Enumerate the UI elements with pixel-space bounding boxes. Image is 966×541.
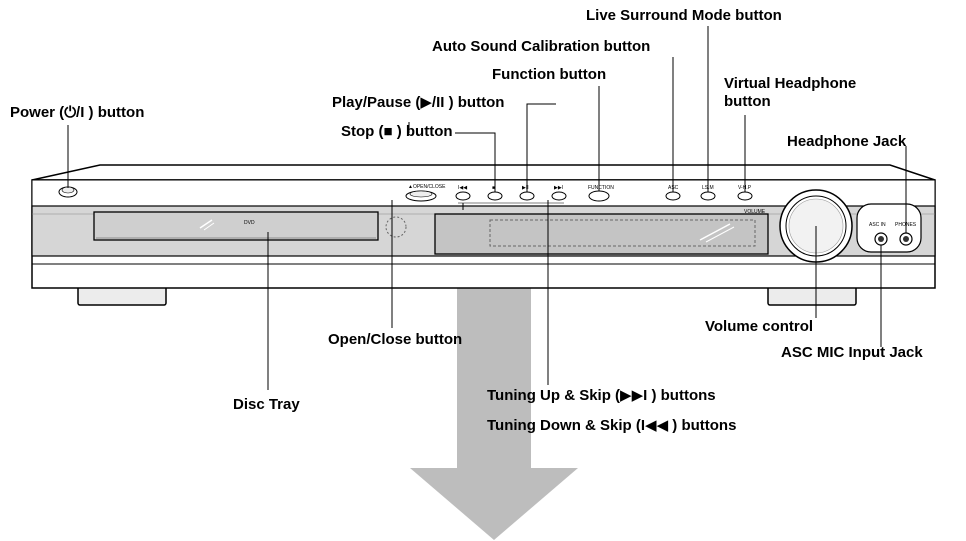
display-window [434, 213, 769, 255]
asc-mic-input-jack-label: ASC MIC Input Jack [781, 344, 923, 361]
disc-tray: DVD [93, 211, 379, 241]
function-button-label: Function button [492, 66, 607, 83]
open-close-button[interactable] [405, 190, 437, 202]
asc-mic-jack[interactable] [874, 232, 888, 246]
tuning-down-label-suffix: ) buttons [668, 417, 737, 434]
vhp-panel-button[interactable] [737, 191, 753, 201]
panel-stop-glyph: ■ [492, 185, 495, 191]
power-button[interactable] [58, 186, 78, 198]
next-panel-button[interactable] [551, 191, 567, 201]
virtual-headphone-line1: Virtual Headphone [724, 75, 857, 92]
tuning-down-skip-label: Tuning Down & Skip (I◀◀ ) buttons [487, 417, 736, 435]
play-pause-button-label: Play/Pause (▶/II ) button [332, 94, 504, 112]
live-surround-mode-label: Live Surround Mode button [586, 7, 782, 24]
panel-asc-in-label: ASC IN [869, 222, 886, 228]
power-label-suffix: ) button [84, 104, 145, 121]
stop-symbol-icon: ■ [383, 123, 393, 140]
power-symbol-icon: ⏻/I [64, 104, 85, 121]
play-pause-symbol-icon: ▶/II [420, 94, 445, 111]
play-pause-label-text: Play/Pause ( [332, 94, 421, 111]
jack-panel [856, 203, 922, 253]
stop-button-label: Stop (■ ) button [341, 123, 453, 141]
disc-tray-label: Disc Tray [233, 396, 300, 413]
virtual-headphone-label: Virtual Headphone button [724, 75, 856, 111]
power-label-text: Power ( [10, 104, 65, 121]
device-top [31, 164, 936, 181]
virtual-headphone-line2: button [724, 93, 771, 110]
stop-label-text: Stop ( [341, 123, 384, 140]
panel-play-glyph: ▶II [522, 185, 529, 191]
tuning-up-skip-label: Tuning Up & Skip (▶▶I ) buttons [487, 387, 716, 405]
skip-forward-icon: ▶▶I [620, 387, 648, 404]
open-close-button-label: Open/Close button [328, 331, 463, 348]
leader-lines [67, 26, 907, 390]
headphone-jack-label: Headphone Jack [787, 133, 907, 150]
auto-sound-calibration-label: Auto Sound Calibration button [432, 38, 651, 55]
volume-control-label: Volume control [705, 318, 814, 335]
power-button-label: Power (⏻/I ) button [10, 104, 144, 122]
play-pause-panel-button[interactable] [519, 191, 535, 201]
panel-open-close-label: ▲OPEN/CLOSE [408, 184, 446, 190]
tuning-down-label-text: Tuning Down & Skip ( [487, 417, 641, 434]
panel-prev-glyph: I◀◀ [458, 185, 467, 191]
down-arrow [410, 250, 578, 540]
tuning-up-label-suffix: ) buttons [647, 387, 716, 404]
stop-label-suffix: ) button [392, 123, 453, 140]
headphone-jack[interactable] [899, 232, 913, 246]
dvd-logo: DVD [244, 220, 255, 226]
asc-panel-button[interactable] [665, 191, 681, 201]
play-pause-label-suffix: ) button [444, 94, 505, 111]
prev-button[interactable] [455, 191, 471, 201]
panel-next-glyph: ▶▶I [554, 185, 563, 191]
panel-function-label: FUNCTION [588, 185, 614, 191]
ir-sensor [385, 216, 407, 238]
lsm-panel-button[interactable] [700, 191, 716, 201]
function-panel-button[interactable] [588, 190, 610, 202]
tuning-up-label-text: Tuning Up & Skip ( [487, 387, 621, 404]
skip-back-icon: I◀◀ [640, 417, 669, 434]
panel-volume-label: VOLUME [744, 209, 766, 215]
stop-panel-button[interactable] [487, 191, 503, 201]
